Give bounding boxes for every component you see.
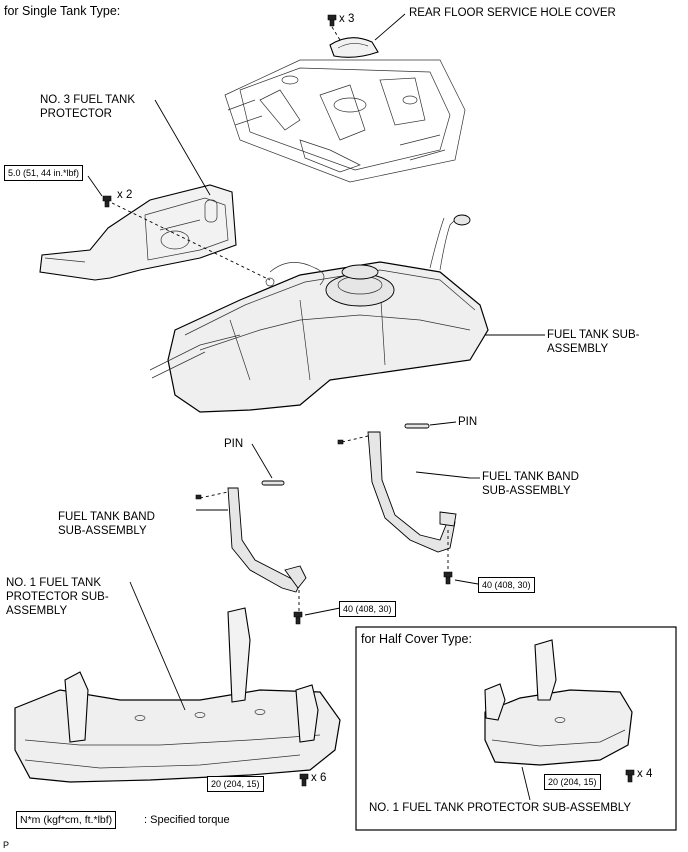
half-cover-frame <box>355 626 677 831</box>
torque-box-protector1: 20 (204, 15) <box>207 776 264 792</box>
band-left-label-line2: SUB-ASSEMBLY <box>58 525 147 537</box>
pin-right-label: PIN <box>458 416 478 428</box>
protector3-bolt-icon <box>102 195 112 208</box>
no1-fuel-tank-protector <box>14 607 341 783</box>
protector3-bolt-quantity: x 2 <box>117 189 133 201</box>
band-right-label-line1: FUEL TANK BAND <box>482 471 579 483</box>
band-right-label-line2: SUB-ASSEMBLY <box>482 485 571 497</box>
fuel-tank-band-right <box>367 431 457 553</box>
torque-box-band-left: 40 (408, 30) <box>339 601 396 617</box>
half-cover-bolt-icon <box>625 769 635 783</box>
rear-floor-service-hole-cover <box>329 37 379 58</box>
band-right-bolt-icon <box>443 571 453 585</box>
no3-fuel-tank-protector <box>39 184 237 281</box>
torque-box-half-cover: 20 (204, 15) <box>544 774 601 790</box>
pin-right <box>404 423 430 429</box>
no3-protector-label-line2: PROTECTOR <box>40 108 112 120</box>
cover-bolt-quantity: x 3 <box>339 13 355 25</box>
single-tank-heading: for Single Tank Type: <box>4 4 121 18</box>
legend-note: : Specified torque <box>144 814 230 826</box>
no1-protector-label-line1: NO. 1 FUEL TANK <box>6 577 102 589</box>
rear-floor-cover-label: REAR FLOOR SERVICE HOLE COVER <box>409 7 616 19</box>
band-left-pin-end-icon <box>195 494 202 500</box>
rear-floor-panel <box>224 59 466 183</box>
cover-bolt-icon <box>327 14 337 27</box>
band-right-pin-end-icon <box>337 439 344 445</box>
no1-protector-label-line2: PROTECTOR SUB- <box>6 591 109 603</box>
pin-left-label: PIN <box>224 438 244 450</box>
torque-box-protector3: 5.0 (51, 44 in.*lbf) <box>4 165 84 181</box>
band-left-bolt-icon <box>293 611 303 625</box>
corner-mark: P <box>3 840 10 850</box>
half-cover-protector <box>484 639 633 766</box>
protector1-bolt-quantity: x 6 <box>311 772 327 784</box>
torque-box-band-right: 40 (408, 30) <box>478 577 535 593</box>
fuel-tank-label-line2: ASSEMBLY <box>547 343 609 355</box>
fuel-tank-band-left <box>227 487 307 593</box>
pin-left <box>261 480 285 486</box>
half-cover-bolt-quantity: x 4 <box>637 768 653 780</box>
fuel-tank-label-line1: FUEL TANK SUB- <box>547 329 640 341</box>
no3-protector-label-line1: NO. 3 FUEL TANK <box>40 94 136 106</box>
no1-protector-label-line3: ASSEMBLY <box>6 605 68 617</box>
legend-torque-unit-box: N*m (kgf*cm, ft.*lbf) <box>16 811 117 829</box>
half-cover-caption: NO. 1 FUEL TANK PROTECTOR SUB-ASSEMBLY <box>369 802 632 814</box>
protector1-bolt-icon <box>299 773 309 787</box>
band-left-label-line1: FUEL TANK BAND <box>58 511 155 523</box>
fuel-tank-sub-assembly <box>149 214 489 413</box>
half-cover-heading: for Half Cover Type: <box>361 632 472 646</box>
